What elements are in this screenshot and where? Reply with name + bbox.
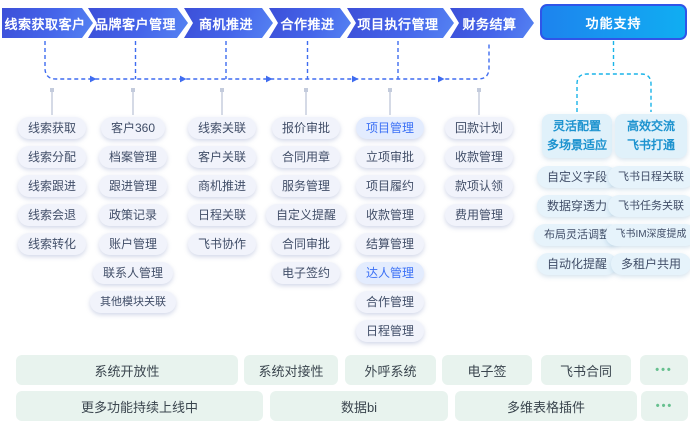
column-connectors	[50, 88, 481, 115]
flow-step-2: 品牌客户管理	[88, 8, 188, 38]
feature-pill: 其他模块关联	[90, 291, 176, 313]
more-ellipsis: •••	[641, 391, 688, 421]
support-feature-pill: 自定义字段	[536, 166, 618, 188]
feature-column-3: 线索关联客户关联商机推进日程关联飞书协作	[180, 117, 264, 255]
feature-pill: 线索跟进	[17, 175, 86, 197]
support-category-line: 多场景适应	[546, 138, 607, 152]
flow-step-1: 线索获取客户	[2, 8, 93, 38]
support-feature-pill: 布局灵活调整	[534, 224, 620, 246]
capability-box: 更多功能持续上线中	[16, 391, 263, 421]
feature-pill: 收款管理	[444, 146, 513, 168]
feature-pill: 线索获取	[17, 117, 86, 139]
feature-pill: 结算管理	[355, 233, 424, 255]
feature-pill: 合同用章	[271, 146, 340, 168]
support-button: 功能支持	[540, 4, 687, 40]
feature-pill: 账户管理	[98, 233, 167, 255]
support-feature-pill: 飞书日程关联	[608, 166, 690, 188]
support-feature-pill: 飞书IM深度提成	[605, 224, 690, 246]
support-category-line: 灵活配置	[552, 118, 601, 133]
support-category-line: 高效交流	[626, 118, 675, 133]
capability-box: 电子签	[442, 355, 532, 385]
feature-pill: 线索转化	[17, 233, 86, 255]
capability-box: 数据bi	[270, 391, 448, 421]
feature-pill: 报价审批	[271, 117, 340, 139]
feature-column-4: 报价审批合同用章服务管理自定义提醒合同审批电子签约	[262, 117, 350, 284]
feature-pill: 线索分配	[17, 146, 86, 168]
feature-pill: 自定义提醒	[265, 204, 346, 226]
support-feature-pill: 多租户共用	[610, 253, 690, 275]
feature-pill: 合作管理	[355, 291, 424, 313]
feature-pill: 电子签约	[271, 262, 340, 284]
support-category-line: 飞书打通	[626, 138, 675, 152]
flow-step-4: 合作推进	[269, 8, 351, 38]
feature-pill: 线索会退	[17, 204, 86, 226]
support-category-1: 灵活配置多场景适应	[542, 114, 612, 158]
support-category-2: 高效交流飞书打通	[615, 114, 687, 158]
feature-pill: 款项认领	[444, 175, 513, 197]
feature-pill: 跟进管理	[98, 175, 167, 197]
main-flow-connector	[44, 41, 490, 83]
feature-pill: 商机推进	[187, 175, 256, 197]
feature-pill: 合同审批	[271, 233, 340, 255]
feature-pill: 日程管理	[355, 320, 424, 342]
feature-pill: 联系人管理	[92, 262, 173, 284]
feature-pill: 费用管理	[444, 204, 513, 226]
feature-column-5: 项目管理立项审批项目履约收款管理结算管理达人管理合作管理日程管理	[348, 117, 432, 342]
support-feature-pill: 数据穿透力	[536, 195, 618, 217]
feature-pill: 收款管理	[355, 204, 424, 226]
support-feature-pill: 自动化提醒	[536, 253, 618, 275]
feature-pill: 档案管理	[98, 146, 167, 168]
flow-step-5: 项目执行管理	[347, 8, 454, 38]
feature-pill: 客户360	[100, 117, 166, 139]
feature-pill: 达人管理	[355, 262, 424, 284]
feature-pill: 项目管理	[355, 117, 424, 139]
support-connector	[576, 41, 652, 112]
feature-column-2: 客户360 档案管理跟进管理政策记录账户管理联系人管理其他模块关联	[88, 117, 178, 313]
feature-pill: 日程关联	[187, 204, 256, 226]
feature-pill: 服务管理	[271, 175, 340, 197]
capability-box: 系统开放性	[16, 355, 238, 385]
support-feature-pill: 飞书任务关联	[608, 195, 690, 217]
support-button-label: 功能支持	[585, 15, 642, 31]
capability-box: 飞书合同	[541, 355, 631, 385]
capability-box: 外呼系统	[345, 355, 436, 385]
feature-pill: 立项审批	[355, 146, 424, 168]
feature-pill: 线索关联	[187, 117, 256, 139]
feature-column-1: 线索获取线索分配线索跟进线索会退线索转化	[10, 117, 94, 255]
more-ellipsis: •••	[640, 355, 688, 385]
feature-pill: 飞书协作	[187, 233, 256, 255]
feature-pill: 政策记录	[98, 204, 167, 226]
flow-step-3: 商机推进	[184, 8, 273, 38]
feature-pill: 回款计划	[444, 117, 513, 139]
capability-box: 系统对接性	[244, 355, 338, 385]
feature-pill: 项目履约	[355, 175, 424, 197]
capability-box: 多维表格插件	[455, 391, 637, 421]
feature-pill: 客户关联	[187, 146, 256, 168]
feature-column-6: 回款计划收款管理款项认领费用管理	[437, 117, 521, 226]
flow-step-6: 财务结算	[450, 8, 534, 38]
